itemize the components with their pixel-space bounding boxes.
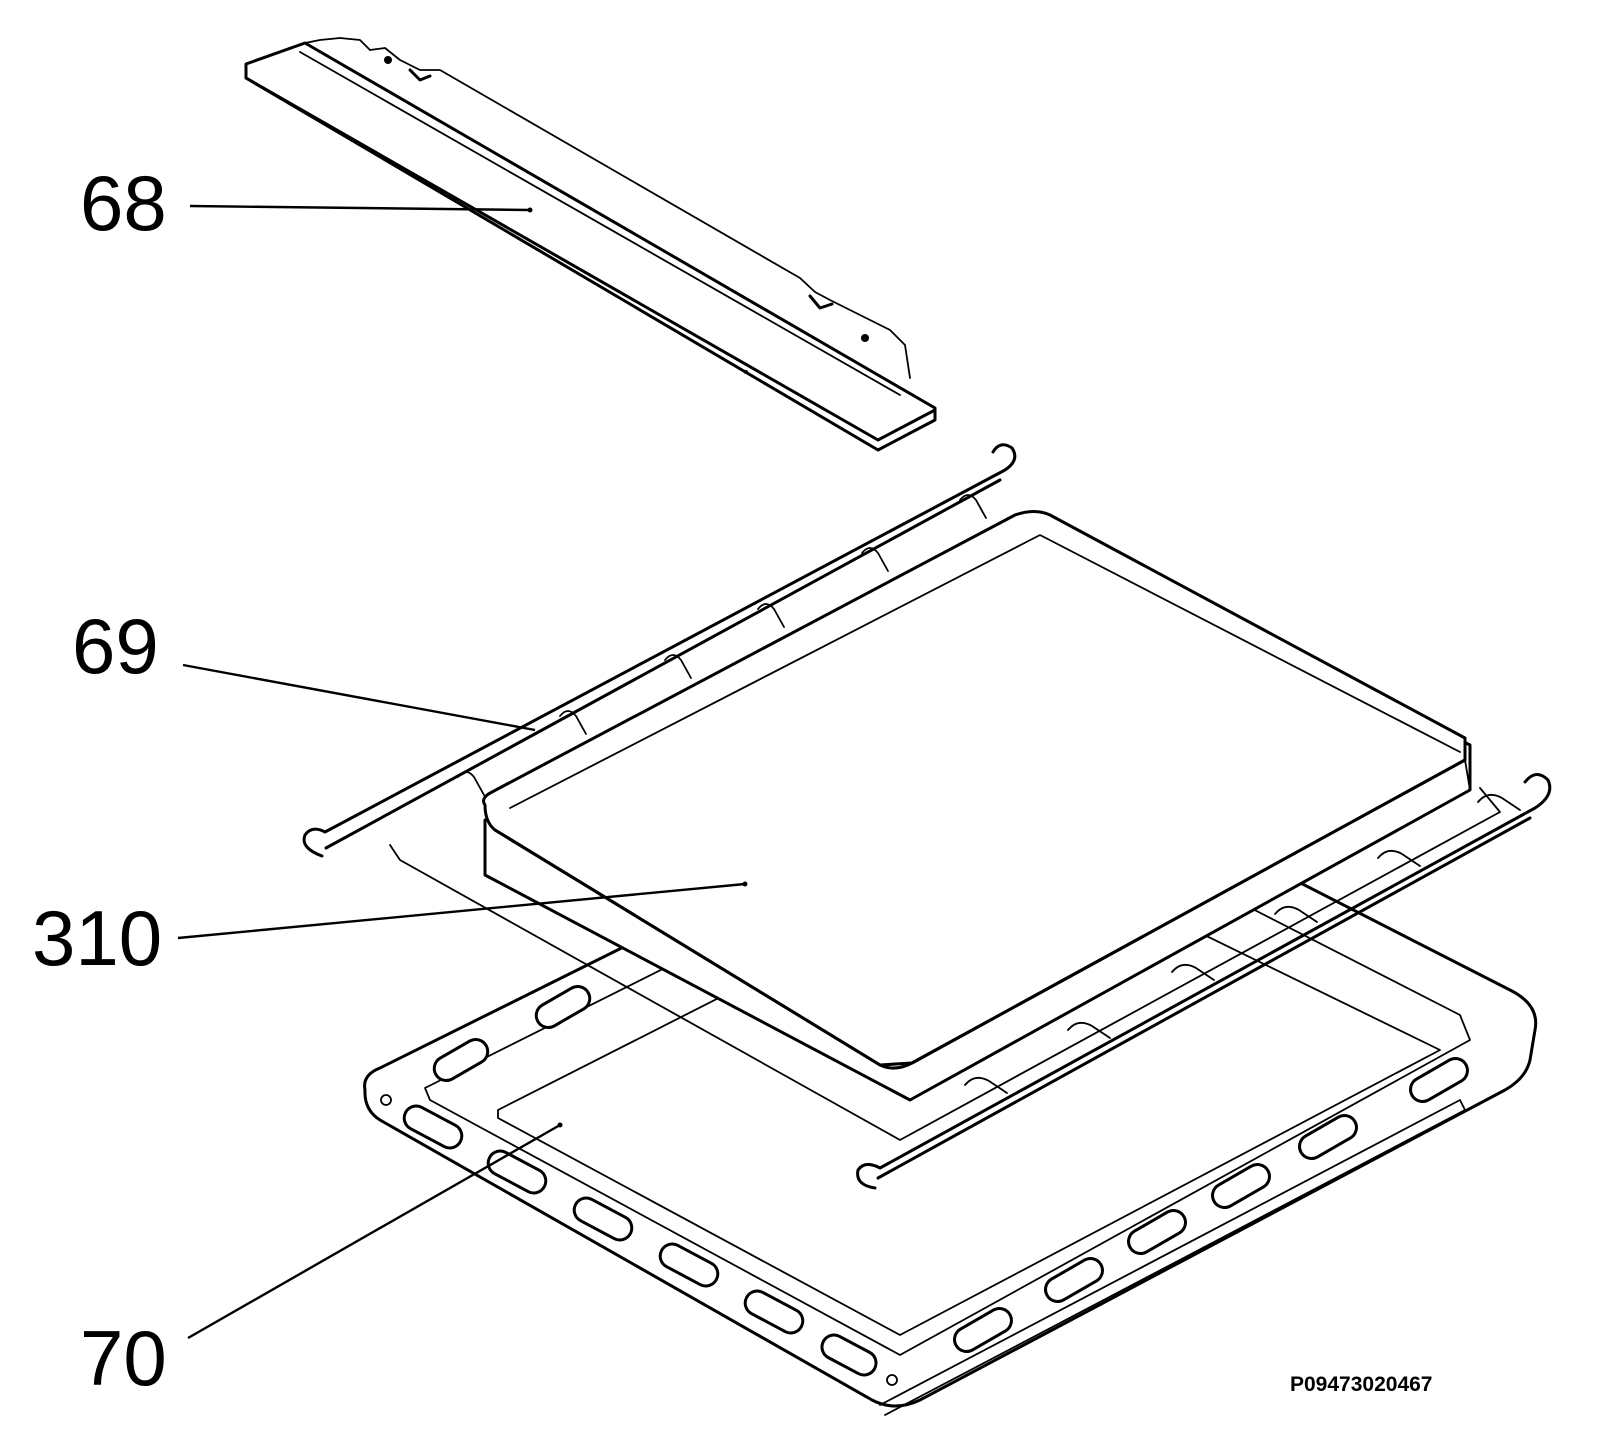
- leader-68: [189, 204, 531, 212]
- rod-clips-left: [457, 494, 987, 796]
- leader-310: [177, 882, 746, 940]
- callout-68: 68: [80, 159, 167, 247]
- callout-70: 70: [80, 1314, 167, 1402]
- part-68-rail-bracket: [244, 37, 937, 452]
- leader-69: [182, 663, 536, 732]
- frame-slots: [402, 985, 1469, 1377]
- diagram-reference-code: P09473020467: [1290, 1373, 1432, 1396]
- part-310-tray: [482, 510, 1472, 1102]
- leader-70: [187, 1123, 561, 1340]
- rod-clips-right: [964, 793, 1521, 1094]
- callout-310: 310: [32, 894, 162, 982]
- part-69-support-rods: [302, 443, 1552, 1190]
- callout-69: 69: [72, 602, 159, 690]
